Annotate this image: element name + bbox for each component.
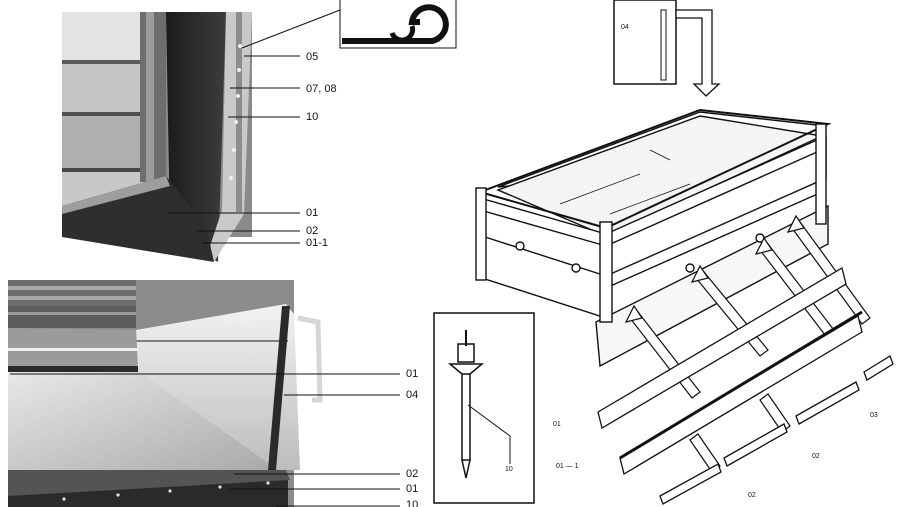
exploded-strips (597, 266, 894, 505)
label-01-1-exploded: 01 — 1 (556, 463, 579, 470)
label-02-top: 02 (306, 225, 319, 237)
label-01-bottom-b: 01 (406, 483, 419, 495)
label-10-bottom: 10 (406, 500, 419, 507)
profile-inset (339, 0, 457, 49)
label-04-inset: 04 (621, 24, 629, 31)
photo-box-interior (8, 280, 323, 507)
label-04-bottom: 04 (406, 389, 419, 401)
label-02-exploded-a: 02 (812, 453, 820, 460)
top-callout-lines (168, 9, 341, 244)
label-10-top: 10 (306, 111, 319, 123)
label-02-bottom: 02 (406, 468, 419, 480)
label-01-exploded: 01 (553, 421, 561, 428)
part-inset (613, 0, 721, 97)
label-01-1-top: 01-1 (306, 237, 329, 249)
photo-door-corner (62, 12, 252, 262)
bottom-callout-lines (10, 373, 400, 507)
label-01-top: 01 (306, 207, 319, 219)
label-07-08: 07, 08 (306, 83, 337, 95)
label-02-exploded-b: 02 (748, 492, 756, 499)
rivet-inset (433, 312, 535, 504)
label-05: 05 (306, 51, 319, 63)
label-01-bottom-a: 01 (406, 368, 419, 380)
label-10-rivet: 10 (505, 466, 513, 473)
label-03-exploded: 03 (870, 412, 878, 419)
